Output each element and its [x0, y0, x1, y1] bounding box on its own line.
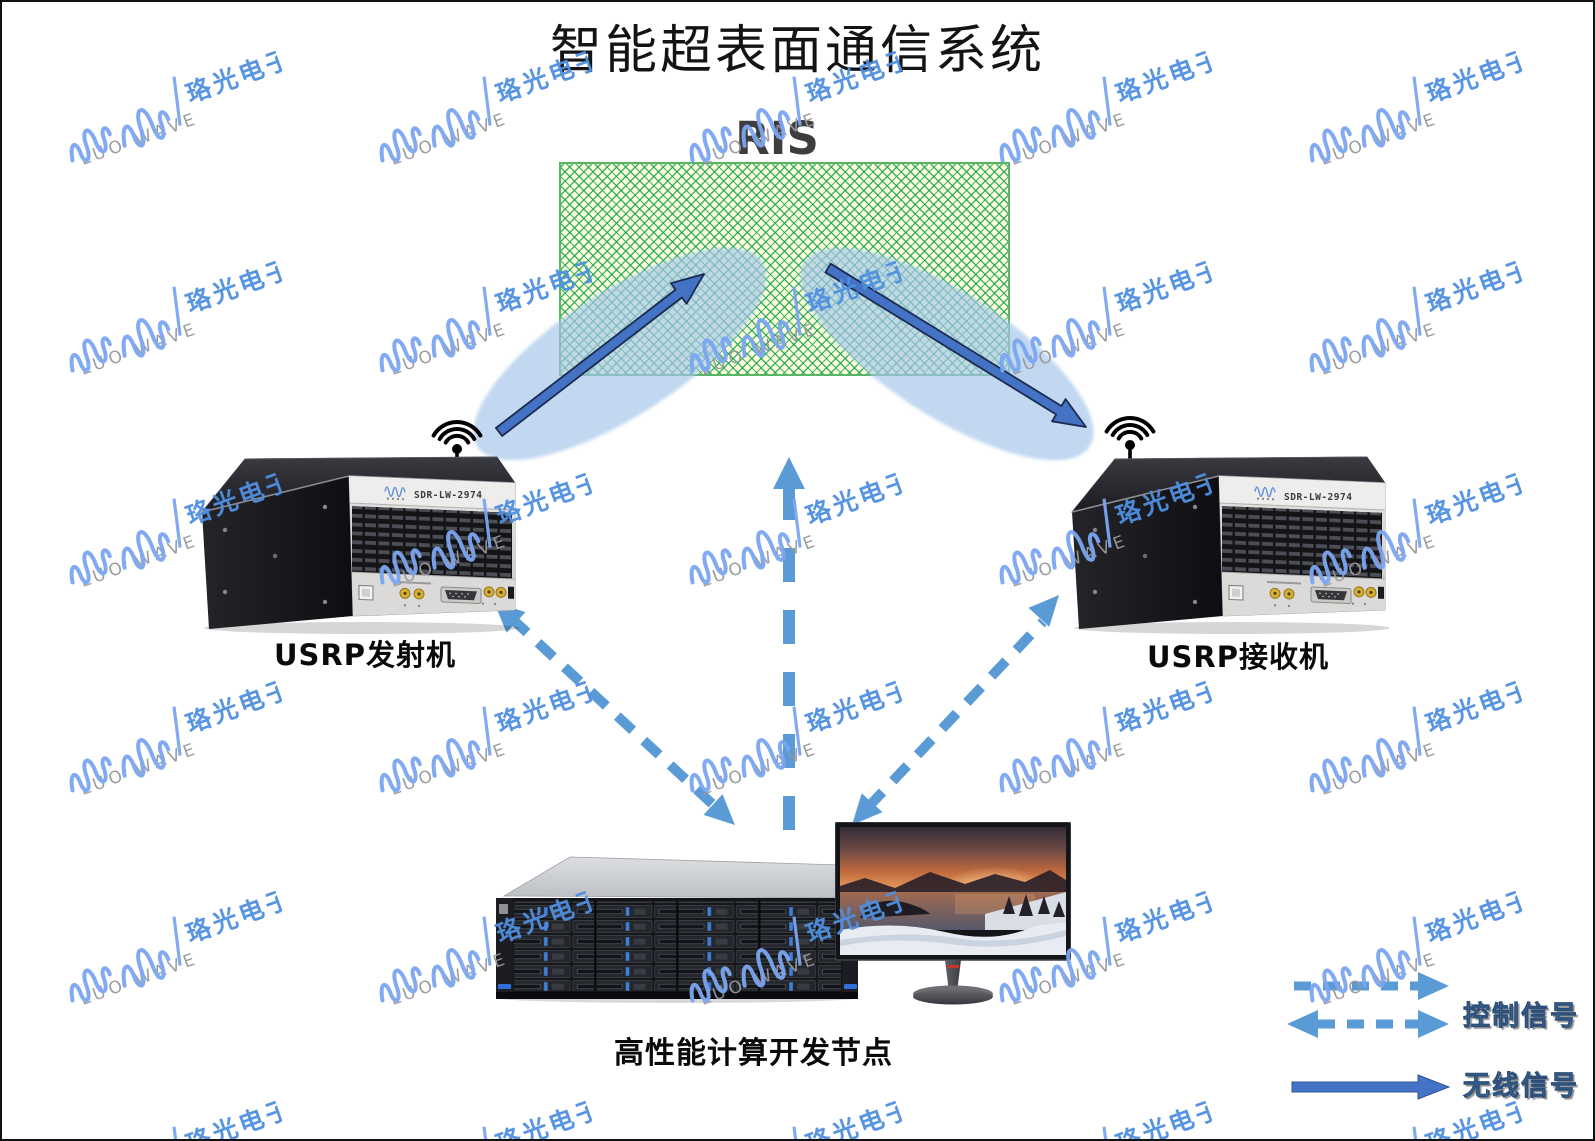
- watermark: LUO WAVE 珞光电子: [670, 660, 917, 818]
- wave-logo-icon: LUO WAVE 珞光电子: [999, 673, 1227, 800]
- legend-control-label: 控制信号: [1463, 1001, 1579, 1033]
- usrp-receiver-image: [1067, 452, 1397, 637]
- usrp-receiver-label: USRP接收机: [1147, 640, 1330, 674]
- watermark-text-en: LUO WAVE: [1318, 949, 1442, 1010]
- wave-logo-icon: LUO WAVE 珞光电子: [689, 465, 917, 592]
- wave-logo-icon: LUO WAVE 珞光电子: [172, 1093, 297, 1141]
- watermark-text-cn: 珞光电子: [182, 883, 296, 949]
- watermark-text-cn: 珞光电子: [182, 1093, 296, 1141]
- receiver-model-text: SDR-LW-2974: [1284, 492, 1353, 503]
- watermark: LUO WAVE 珞光电子: [980, 660, 1227, 818]
- watermark-text-en: LUO WAVE: [78, 739, 202, 800]
- watermark-text-en: LUO WAVE: [698, 531, 822, 592]
- compute-server-image: [490, 844, 865, 1004]
- wave-logo-icon: LUO WAVE 珞光电子: [1309, 253, 1537, 380]
- watermark: LUO WAVE 珞光电子: [980, 1080, 1227, 1141]
- control-arrow-compute-rx: [852, 595, 1059, 825]
- watermark-text-cn: 珞光电子: [802, 673, 916, 739]
- usrp-transmitter-label: USRP发射机: [274, 638, 457, 672]
- watermark-text-en: LUO WAVE: [78, 109, 202, 170]
- watermark-text-en: LUO WAVE: [1318, 739, 1442, 800]
- watermark-text-cn: 珞光电子: [1112, 673, 1226, 739]
- watermark: LUO WAVE 珞光电子: [360, 660, 607, 818]
- control-arrow-compute-ris: [773, 457, 805, 830]
- watermark-text-cn: 珞光电子: [1112, 253, 1226, 319]
- watermark-text-en: LUO WAVE: [78, 949, 202, 1010]
- watermark-text-en: LUO WAVE: [388, 109, 512, 170]
- page-title: 智能超表面通信系统: [549, 21, 1045, 81]
- wave-logo-icon: LUO WAVE 珞光电子: [482, 1093, 607, 1141]
- transmitter-model-text: SDR-LW-2974: [414, 490, 483, 501]
- watermark: LUO WAVE 珞光电子: [50, 1080, 297, 1141]
- legend-wireless-label: 无线信号: [1463, 1071, 1579, 1103]
- watermark: LUO WAVE 珞光电子: [670, 1080, 917, 1141]
- compute-node-label: 高性能计算开发节点: [614, 1036, 893, 1071]
- watermark-text-en: LUO WAVE: [1318, 319, 1442, 380]
- watermark-text-en: LUO WAVE: [78, 319, 202, 380]
- watermark-text-cn: 珞光电子: [492, 673, 606, 739]
- wave-logo-icon: LUO WAVE 珞光电子: [689, 673, 917, 800]
- watermark-text-cn: 珞光电子: [1422, 673, 1536, 739]
- watermark: LUO WAVE 珞光电子: [1290, 240, 1537, 398]
- wave-logo-icon: LUO WAVE 珞光电子: [69, 883, 297, 1010]
- legend-control-arrow-double: [1287, 1010, 1449, 1038]
- wave-logo-icon: LUO WAVE 珞光电子: [69, 253, 297, 380]
- wave-logo-icon: LUO WAVE 珞光电子: [1102, 1093, 1227, 1141]
- control-arrow-tx-compute: [494, 602, 735, 825]
- watermark: LUO WAVE 珞光电子: [360, 1080, 607, 1141]
- watermark-text-cn: 珞光电子: [182, 673, 296, 739]
- watermark: LUO WAVE 珞光电子: [1290, 660, 1537, 818]
- watermark-text-cn: 珞光电子: [1422, 253, 1536, 319]
- watermark-text-en: LUO WAVE: [1008, 739, 1132, 800]
- watermark: LUO WAVE 珞光电子: [50, 870, 297, 1028]
- watermark-text-en: LUO WAVE: [1318, 109, 1442, 170]
- watermark-text-en: LUO WAVE: [78, 531, 202, 592]
- watermark: LUO WAVE 珞光电子: [50, 660, 297, 818]
- legend-control-arrow-single: [1294, 972, 1449, 1000]
- monitor-image: [835, 822, 1071, 1007]
- watermark: LUO WAVE 珞光电子: [50, 240, 297, 398]
- watermark-text-en: LUO WAVE: [1008, 109, 1132, 170]
- watermark-text-en: LUO WAVE: [698, 739, 822, 800]
- watermark: LUO WAVE 珞光电子: [670, 452, 917, 610]
- usrp-transmitter-image: [197, 452, 527, 637]
- ris-label: RIS: [735, 112, 819, 165]
- watermark-text-cn: 珞光电子: [492, 1093, 606, 1141]
- wave-logo-icon: LUO WAVE 珞光电子: [792, 1093, 917, 1141]
- watermark-text-cn: 珞光电子: [1422, 465, 1536, 531]
- watermark-text-en: LUO WAVE: [388, 739, 512, 800]
- watermark-text-cn: 珞光电子: [1112, 883, 1226, 949]
- watermark-text-cn: 珞光电子: [1112, 1093, 1226, 1141]
- legend-wireless-arrow: [1291, 1074, 1451, 1100]
- wave-logo-icon: LUO WAVE 珞光电子: [69, 673, 297, 800]
- watermark-text-en: LUO WAVE: [388, 319, 512, 380]
- watermark-text-cn: 珞光电子: [802, 1093, 916, 1141]
- watermark-text-cn: 珞光电子: [802, 465, 916, 531]
- watermark-text-cn: 珞光电子: [1422, 883, 1536, 949]
- watermark-text-cn: 珞光电子: [182, 253, 296, 319]
- wave-logo-icon: LUO WAVE 珞光电子: [379, 673, 607, 800]
- wave-logo-icon: LUO WAVE 珞光电子: [1309, 673, 1537, 800]
